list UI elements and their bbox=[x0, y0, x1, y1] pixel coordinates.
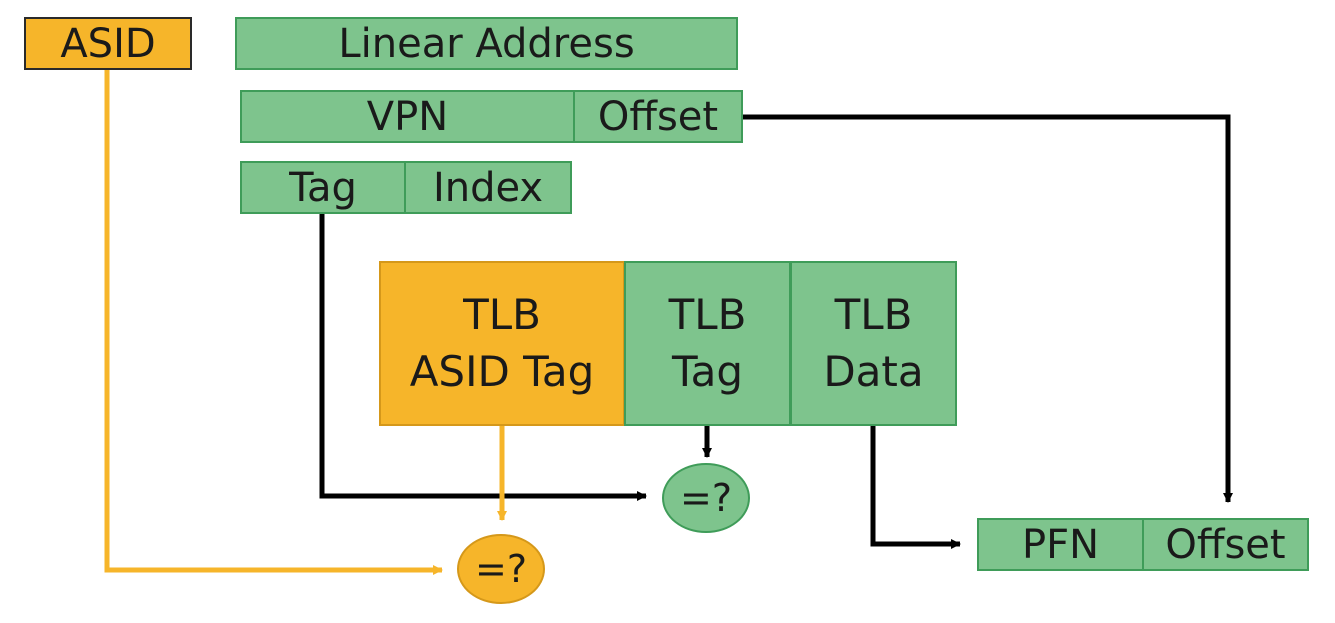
physical-offset-label: Offset bbox=[1165, 521, 1286, 568]
tlb-tag-line2: Tag bbox=[671, 346, 744, 396]
vpn-label: VPN bbox=[366, 93, 449, 140]
tlb-asid-tag-line1: TLB bbox=[463, 289, 541, 339]
tlb-tag-line1: TLB bbox=[668, 289, 747, 339]
tlb-data-line1: TLB bbox=[834, 289, 913, 339]
linear-address-box: Linear Address bbox=[235, 17, 738, 70]
tlb-data: TLB Data bbox=[790, 261, 957, 426]
asid-comparator-label: =? bbox=[474, 547, 527, 591]
tag-label: Tag bbox=[289, 164, 357, 211]
asid-comparator: =? bbox=[457, 534, 545, 604]
asid-box: ASID bbox=[24, 17, 192, 70]
index-label: Index bbox=[432, 164, 544, 211]
linear-address-label: Linear Address bbox=[338, 20, 635, 67]
wire-asid-to-compare bbox=[104, 70, 443, 575]
pfn-field: PFN bbox=[977, 518, 1144, 571]
wire-tlbdata-to-pfn bbox=[870, 426, 961, 549]
tlb-tag: TLB Tag bbox=[624, 261, 791, 426]
pfn-label: PFN bbox=[1021, 521, 1100, 568]
tag-comparator-label: =? bbox=[679, 476, 732, 520]
tag-field: Tag bbox=[240, 161, 406, 214]
tag-comparator: =? bbox=[662, 463, 750, 533]
wire-offset-to-physical bbox=[743, 114, 1233, 503]
offset-field: Offset bbox=[574, 90, 743, 143]
vpn-field: VPN bbox=[240, 90, 575, 143]
physical-offset-field: Offset bbox=[1143, 518, 1309, 571]
tlb-asid-tag-line2: ASID Tag bbox=[409, 346, 595, 396]
tlb-asid-tag: TLB ASID Tag bbox=[379, 261, 625, 426]
wire-tag-to-compare bbox=[319, 213, 647, 501]
tlb-data-line2: Data bbox=[823, 346, 924, 396]
index-field: Index bbox=[405, 161, 572, 214]
asid-label: ASID bbox=[60, 20, 156, 67]
offset-label: Offset bbox=[597, 93, 719, 140]
